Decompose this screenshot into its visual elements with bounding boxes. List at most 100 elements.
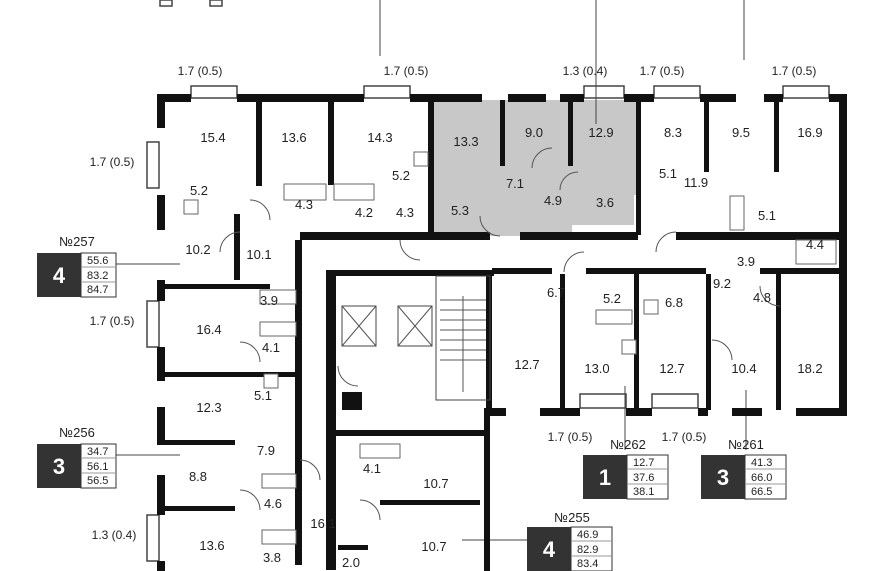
room-labels: 15.4 13.6 14.3 13.3 9.0 12.9 8.3 9.5 16.… [185,125,824,570]
room-area: 4.9 [544,193,562,208]
door-swings [219,147,781,521]
unit-card-261[interactable]: №261 3 41.3 66.0 66.5 [701,437,787,500]
room-area: 13.0 [584,361,609,376]
unit-rooms-badge: 1 [599,465,611,490]
room-area: 8.8 [189,469,207,484]
room-area: 16.4 [196,322,221,337]
room-area: 13.3 [453,134,478,149]
room-area: 3.9 [260,293,278,308]
room-area: 14.3 [367,130,392,145]
highlighted-apartment[interactable] [432,100,636,236]
balcony-area: 1.7 (0.5) [90,155,135,169]
balcony-area: 1.7 (0.5) [640,64,685,78]
room-area: 16.1 [310,516,335,531]
unit-area-with-balcony: 84.7 [87,284,108,296]
room-area: 4.8 [753,290,771,305]
room-area: 3.9 [737,254,755,269]
room-area: 12.3 [196,400,221,415]
unit-card-257[interactable]: №257 4 55.6 83.2 84.7 [37,234,117,298]
unit-number: №261 [728,437,764,452]
room-area: 5.3 [451,203,469,218]
room-area: 5.1 [758,208,776,223]
balcony-area: 1.7 (0.5) [662,430,707,444]
room-area: 16.9 [797,125,822,140]
room-area: 10.4 [731,361,756,376]
unit-area-with-balcony: 83.4 [577,558,598,570]
room-area: 3.6 [596,195,614,210]
room-area: 12.7 [514,357,539,372]
walls [157,94,847,571]
unit-area-with-balcony: 38.1 [633,486,654,498]
room-area: 10.7 [421,539,446,554]
unit-area-living: 12.7 [633,457,654,469]
fixtures [183,151,837,545]
room-area: 5.1 [659,166,677,181]
balcony-area: 1.7 (0.5) [90,314,135,328]
room-area: 5.1 [254,388,272,403]
balcony-area: 1.7 (0.5) [384,64,429,78]
unit-area-living: 46.9 [577,529,598,541]
room-area: 4.1 [262,340,280,355]
room-area: 8.3 [664,125,682,140]
room-area: 10.1 [246,247,271,262]
room-area: 4.6 [264,496,282,511]
room-area: 6.7 [547,285,565,300]
unit-number: №257 [59,234,95,249]
unit-area-total: 37.6 [633,472,654,484]
balcony-area: 1.7 (0.5) [548,430,593,444]
unit-card-256[interactable]: №256 3 34.7 56.1 56.5 [37,425,117,489]
unit-area-total: 66.0 [751,472,772,484]
leader-lines [116,0,747,541]
room-area: 7.1 [506,176,524,191]
stair-core [341,275,491,410]
room-area: 6.8 [665,295,683,310]
unit-area-total: 83.2 [87,270,108,282]
room-area: 2.0 [342,555,360,570]
room-area: 13.6 [281,130,306,145]
room-area: 5.2 [392,168,410,183]
room-area: 4.4 [806,237,824,252]
balcony-labels: 1.7 (0.5) 1.7 (0.5) 1.3 (0.4) 1.7 (0.5) … [90,64,817,542]
room-area: 18.2 [797,361,822,376]
unit-rooms-badge: 3 [717,465,729,490]
balcony-area: 1.3 (0.4) [92,528,137,542]
room-area: 5.2 [190,183,208,198]
unit-area-with-balcony: 66.5 [751,486,772,498]
unit-number: №255 [554,510,590,525]
balcony-area: 1.7 (0.5) [772,64,817,78]
room-area: 9.0 [525,125,543,140]
room-area: 15.4 [200,130,225,145]
unit-rooms-badge: 4 [53,263,66,288]
room-area: 5.2 [603,291,621,306]
unit-number: №256 [59,425,95,440]
room-area: 12.7 [659,361,684,376]
room-area: 3.8 [263,550,281,565]
unit-area-total: 56.1 [87,461,108,473]
unit-area-with-balcony: 56.5 [87,475,108,487]
room-area: 11.9 [684,175,708,190]
balcony-area: 1.3 (0.4) [563,64,608,78]
unit-area-total: 82.9 [577,544,598,556]
room-area: 4.1 [363,461,381,476]
room-area: 7.9 [257,443,275,458]
unit-area-living: 34.7 [87,446,108,458]
room-area: 4.3 [295,197,313,212]
unit-card-255[interactable]: №255 4 46.9 82.9 83.4 [527,510,613,571]
room-area: 10.2 [185,242,210,257]
unit-rooms-badge: 4 [543,537,556,562]
room-area: 10.7 [423,476,448,491]
unit-area-living: 55.6 [87,255,108,267]
room-area: 12.9 [588,125,613,140]
unit-number: №262 [610,437,646,452]
room-area: 9.2 [713,276,731,291]
balconies-outline [146,0,830,562]
room-area: 4.3 [396,205,414,220]
room-area: 13.6 [199,538,224,553]
unit-area-living: 41.3 [751,457,772,469]
unit-rooms-badge: 3 [53,454,65,479]
balcony-area: 1.7 (0.5) [178,64,223,78]
room-area: 9.5 [732,125,750,140]
unit-card-262[interactable]: №262 1 12.7 37.6 38.1 [583,437,669,500]
room-area: 4.2 [355,205,373,220]
